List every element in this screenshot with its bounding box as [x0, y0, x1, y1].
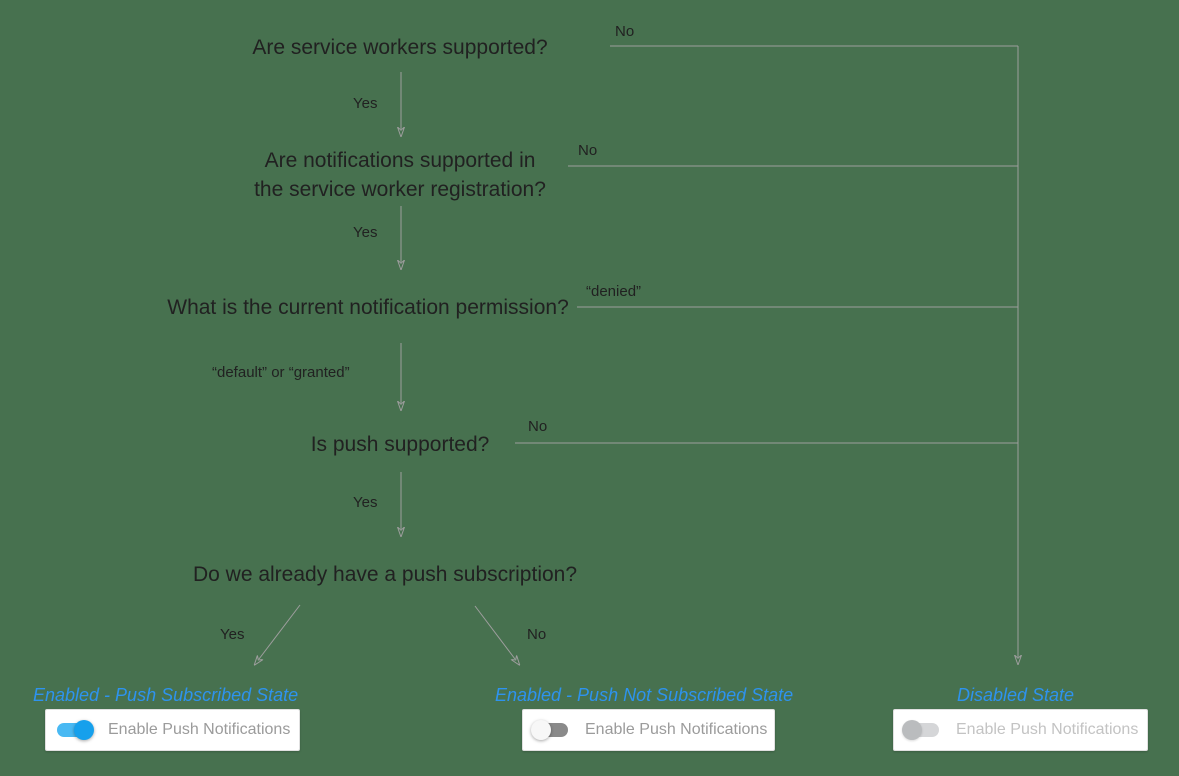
branch-label-q4-yes: Yes [353, 494, 378, 511]
connector-q5-no [474, 605, 515, 659]
connector-q5-yes [259, 604, 301, 659]
card-enabled-subscribed: Enable Push Notifications [45, 709, 300, 751]
state-title-enabled-subscribed: Enabled - Push Subscribed State [33, 685, 299, 705]
card-disabled: Enable Push Notifications [893, 709, 1148, 751]
push-toggle-not-subscribed[interactable] [531, 720, 571, 740]
branch-label-q4-no: No [528, 418, 548, 435]
card-enabled-not-subscribed: Enable Push Notifications [522, 709, 775, 751]
toggle-label: Enable Push Notifications [585, 721, 768, 738]
toggle-label: Enable Push Notifications [956, 721, 1139, 738]
toggle-knob [74, 720, 94, 740]
question-notification-permission: What is the current notification permiss… [167, 296, 569, 319]
toggle-knob [531, 720, 551, 740]
branch-label-q3-default-or-granted: “default” or “granted” [212, 364, 350, 381]
question-push-supported: Is push supported? [310, 433, 490, 456]
toggle-label: Enable Push Notifications [108, 721, 291, 738]
branch-label-q5-no: No [527, 626, 547, 643]
branch-label-q3-denied: “denied” [586, 283, 642, 300]
question-service-workers: Are service workers supported? [252, 36, 548, 59]
state-title-enabled-not-subscribed: Enabled - Push Not Subscribed State [495, 685, 794, 705]
question-notifications-supported: Are notifications supported in the servi… [254, 146, 546, 204]
question-push-subscription: Do we already have a push subscription? [192, 563, 578, 586]
push-toggle-subscribed[interactable] [54, 720, 94, 740]
branch-label-q2-no: No [578, 142, 598, 159]
toggle-knob [902, 720, 922, 740]
branch-label-q2-yes: Yes [353, 224, 378, 241]
state-title-disabled: Disabled State [957, 685, 1075, 705]
question-notifications-supported-line2: the service worker registration? [254, 178, 546, 201]
branch-label-q5-yes: Yes [220, 626, 245, 643]
branch-label-q1-no: No [615, 23, 635, 40]
push-toggle-disabled[interactable] [902, 720, 942, 740]
question-notifications-supported-line1: Are notifications supported in [264, 149, 536, 172]
branch-label-q1-yes: Yes [353, 95, 378, 112]
